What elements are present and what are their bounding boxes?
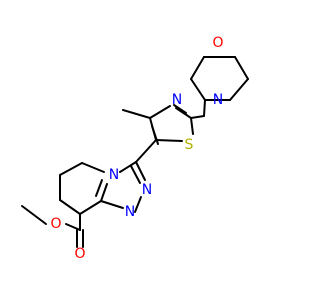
bond	[135, 161, 146, 181]
bond	[21, 205, 47, 225]
bond	[234, 56, 249, 80]
nitrogen-atom-label: N	[142, 182, 152, 198]
piperidine-ring	[59, 162, 105, 215]
triazole-ring	[95, 161, 146, 213]
oxygen-atom-label: O	[74, 246, 85, 262]
nitrogen-atom-label: N	[172, 92, 182, 108]
bond	[203, 99, 206, 117]
sulfur-atom-label: S	[185, 137, 194, 153]
bond	[119, 161, 137, 173]
atom-labels: O N N S N N N O O	[50, 35, 223, 262]
bond	[149, 105, 171, 119]
bond	[190, 117, 194, 135]
bond	[65, 223, 81, 231]
oxygen-atom-label: O	[50, 216, 61, 232]
bond	[59, 199, 81, 215]
bond	[95, 179, 103, 197]
canvas-background	[0, 0, 300, 300]
bond	[190, 115, 205, 119]
molecule-structure: O N N S N N N O O	[0, 0, 300, 300]
bond	[134, 196, 142, 213]
bond	[155, 139, 183, 142]
bond	[59, 162, 83, 176]
nitrogen-atom-label: N	[213, 92, 223, 108]
bond	[229, 78, 249, 101]
thiazole-ring	[149, 104, 194, 145]
bond	[190, 56, 205, 80]
bond	[135, 139, 157, 163]
bond	[79, 200, 102, 215]
bond	[81, 162, 105, 173]
nitrogen-atom-label: N	[125, 204, 135, 220]
nitrogen-atom-label: N	[109, 167, 119, 183]
bond	[175, 107, 192, 119]
bond	[122, 109, 151, 119]
bond	[130, 165, 141, 184]
bond	[100, 183, 108, 202]
bond	[173, 104, 187, 114]
oxygen-atom-label: O	[212, 35, 223, 51]
morpholine-ring	[190, 56, 249, 101]
bond	[190, 78, 206, 101]
bond	[100, 200, 124, 209]
methyl-ester	[21, 205, 84, 248]
